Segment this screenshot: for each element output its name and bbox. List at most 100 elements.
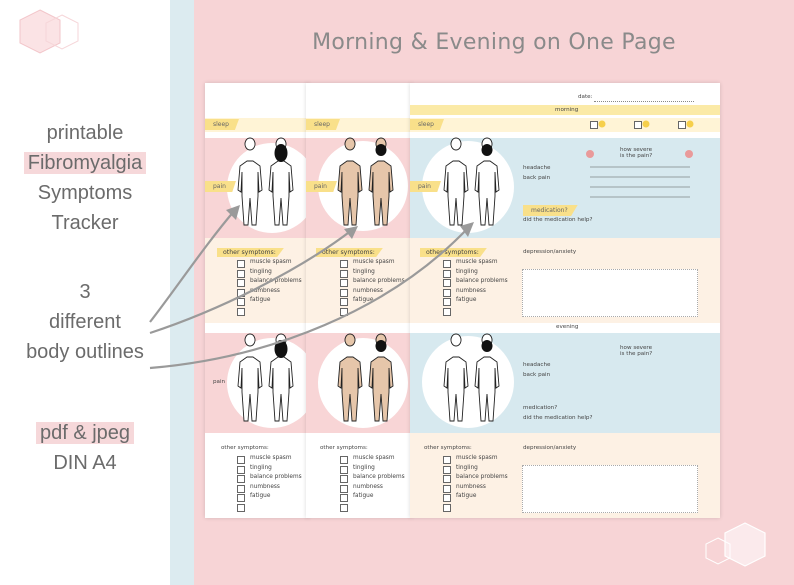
symptom-label: tingling — [456, 268, 478, 275]
symptom-checkbox[interactable] — [237, 279, 245, 288]
symptom-checkbox[interactable] — [237, 475, 245, 484]
symptom-checkbox[interactable] — [340, 456, 348, 464]
symptom-label: fatigue — [456, 493, 477, 500]
date-line — [594, 101, 694, 102]
page-headline: Morning & Evening on One Page — [312, 30, 676, 55]
symptom-checkbox[interactable] — [443, 475, 451, 484]
depression-label: depression/anxiety — [523, 249, 577, 255]
symptom-checkbox-extra[interactable] — [443, 504, 451, 512]
pain-faces — [586, 150, 693, 158]
symptom-label: fatigue — [456, 297, 477, 304]
symptom-label: tingling — [456, 464, 478, 471]
symptom-checkbox[interactable] — [443, 465, 451, 474]
symptom-checkbox[interactable] — [443, 288, 451, 297]
symptom-label: muscle spasm — [456, 259, 498, 265]
symptom-checkbox[interactable] — [340, 288, 348, 297]
symptom-label: tingling — [250, 464, 272, 471]
symptom-checkbox-extra[interactable] — [237, 308, 245, 316]
sleep-ok-checkbox[interactable] — [634, 121, 642, 129]
text-fibromyalgia: Fibromyalgia — [23, 152, 147, 174]
symptom-checkbox[interactable] — [443, 260, 451, 268]
symptom-checkbox[interactable] — [340, 494, 348, 503]
symptom-label: tingling — [250, 268, 272, 275]
hexagon-decoration-bottom — [705, 522, 766, 567]
text-tracker: Tracker — [51, 212, 119, 234]
symptom-checkbox-extra[interactable] — [443, 308, 451, 316]
notes-box-evening[interactable] — [522, 465, 698, 513]
morning-label: morning — [555, 107, 579, 113]
sleep-good-checkbox[interactable] — [590, 121, 598, 129]
symptom-label: numbness — [250, 483, 280, 490]
symptom-checkbox[interactable] — [340, 484, 348, 493]
other-symptoms-label: other symptoms: — [217, 248, 284, 257]
evening-label: evening — [556, 324, 579, 330]
notes-box-morning[interactable] — [522, 269, 698, 317]
symptom-label: numbness — [353, 483, 383, 490]
format-description: pdf & jpeg DIN A4 — [0, 418, 170, 478]
medication-tag: medication? — [523, 205, 578, 216]
symptom-label: balance problems — [353, 474, 405, 481]
symptom-checkbox[interactable] — [443, 456, 451, 464]
symptom-checkbox[interactable] — [340, 279, 348, 288]
symptom-checkbox-extra[interactable] — [340, 504, 348, 512]
symptom-label: fatigue — [353, 493, 374, 500]
symptom-checkbox[interactable] — [237, 298, 245, 307]
sleep-faces — [598, 120, 694, 128]
symptom-label: muscle spasm — [250, 259, 292, 265]
blue-strip — [170, 0, 194, 585]
symptom-label: muscle spasm — [456, 455, 498, 461]
text-body-outlines: body outlines — [26, 341, 144, 363]
symptom-checkbox[interactable] — [443, 494, 451, 503]
text-printable: printable — [46, 122, 124, 144]
symptom-checkbox-extra[interactable] — [340, 308, 348, 316]
symptom-label: balance problems — [456, 474, 508, 481]
symptom-checkbox[interactable] — [237, 456, 245, 464]
symptom-label: muscle spasm — [353, 455, 395, 461]
symptom-checkbox[interactable] — [237, 288, 245, 297]
did-help-label: did the medication help? — [523, 217, 593, 223]
back-pain-label: back pain — [523, 175, 551, 181]
symptom-label: fatigue — [250, 493, 271, 500]
symptom-label: tingling — [353, 464, 375, 471]
left-panel — [0, 0, 170, 585]
symptom-label: balance problems — [250, 474, 302, 481]
text-different: different — [49, 311, 121, 333]
symptom-checkbox[interactable] — [340, 465, 348, 474]
symptom-label: numbness — [250, 287, 280, 294]
symptom-checkbox[interactable] — [237, 260, 245, 268]
symptom-label: balance problems — [353, 278, 405, 285]
sleep-bad-checkbox[interactable] — [678, 121, 686, 129]
symptom-checkbox[interactable] — [443, 484, 451, 493]
symptom-checkbox[interactable] — [237, 465, 245, 474]
symptom-label: muscle spasm — [353, 259, 395, 265]
symptom-checkbox[interactable] — [340, 260, 348, 268]
symptom-checkbox[interactable] — [443, 279, 451, 288]
symptom-checkbox-extra[interactable] — [237, 504, 245, 512]
date-label: date: — [578, 94, 593, 100]
symptom-label: numbness — [456, 483, 486, 490]
text-symptoms: Symptoms — [37, 182, 133, 204]
symptom-checkbox[interactable] — [237, 484, 245, 493]
symptom-checkbox[interactable] — [340, 298, 348, 307]
symptom-checkbox[interactable] — [340, 475, 348, 484]
text-din-a4: DIN A4 — [53, 452, 117, 474]
symptom-checkbox[interactable] — [443, 269, 451, 278]
symptom-label: fatigue — [250, 297, 271, 304]
symptom-checkbox[interactable] — [237, 269, 245, 278]
pain-tag: pain — [205, 181, 236, 192]
symptom-label: balance problems — [250, 278, 302, 285]
symptom-label: tingling — [353, 268, 375, 275]
symptom-label: fatigue — [353, 297, 374, 304]
text-pdf-jpeg: pdf & jpeg — [35, 422, 135, 444]
symptom-label: muscle spasm — [250, 455, 292, 461]
pain-scales — [590, 166, 690, 198]
body-outlines-description: 3 different body outlines — [0, 277, 170, 367]
tracker-description: printable Fibromyalgia Symptoms Tracker — [0, 118, 170, 238]
symptom-checkbox[interactable] — [237, 494, 245, 503]
headache-label: headache — [523, 165, 551, 171]
symptom-label: numbness — [456, 287, 486, 294]
symptom-checkbox[interactable] — [443, 298, 451, 307]
symptom-checkbox[interactable] — [340, 269, 348, 278]
text-three: 3 — [79, 281, 91, 303]
symptom-label: numbness — [353, 287, 383, 294]
